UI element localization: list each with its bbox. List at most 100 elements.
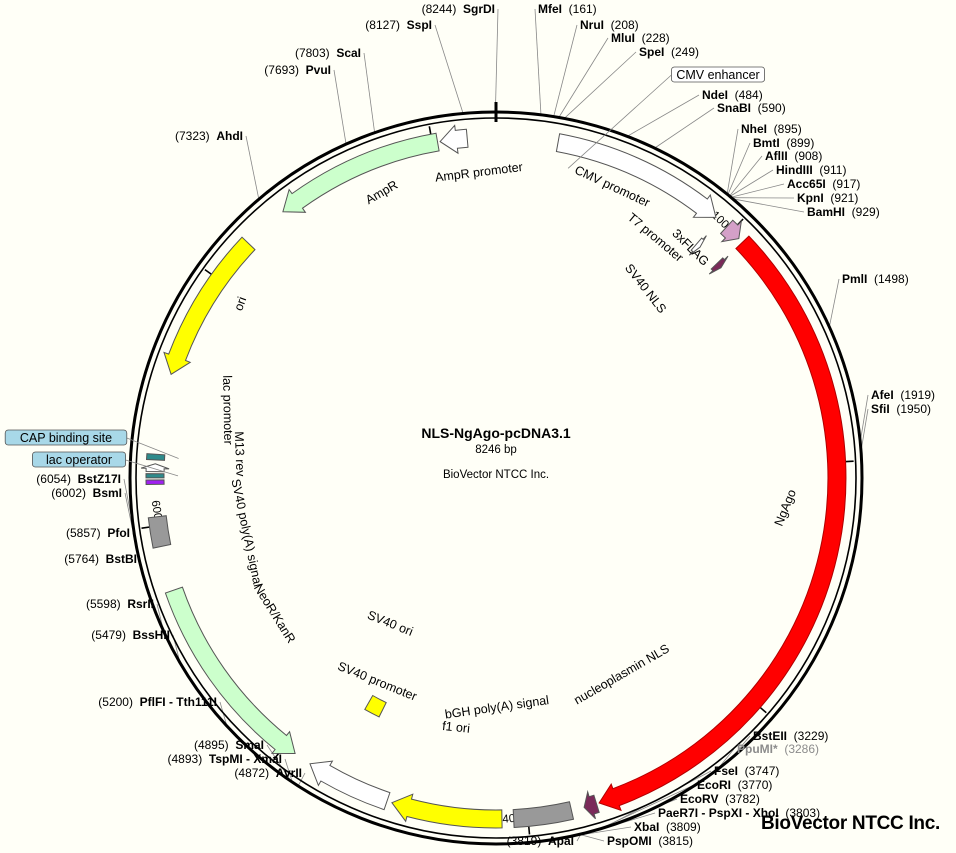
site-name: PflFI - Tth111I [140,695,217,709]
feature-label-ampr-promoter: AmpR promoter [434,160,523,185]
leader-line-bsmi [124,492,133,529]
site-position: (908) [788,149,823,163]
backbone [128,102,864,846]
site-position: (3229) [787,729,828,743]
site-pmli: PmlI (1498) [842,272,909,286]
site-label-avrii: (4872) AvrII [234,766,302,780]
callout-label-cmv-enhancer: CMV enhancer [676,68,759,82]
feature-m13-rev [145,479,165,486]
leader-line-afei [860,394,869,439]
site-name: BssHII [133,628,170,642]
leader-line-snabi [655,107,715,148]
site-kpni: KpnI (921) [797,191,858,205]
site-name: MluI [611,31,635,45]
site-position: (7693) [264,63,305,77]
callout-lac-operator: lac operator [32,451,179,477]
site-position: (5200) [98,695,139,709]
site-label-pfoi: (5857) PfoI [66,526,130,540]
site-position: (4893) [168,752,209,766]
leader-line-apai [576,835,581,842]
callout-box-cmv-enhancer [671,66,766,83]
leader-line-tspmi-xmai [284,758,294,784]
watermark: BioVector NTCC Inc. [760,813,940,834]
site-position: (4895) [194,738,235,752]
site-label-ppumi: PpuMI* (3286) [737,742,819,756]
site-label-fsei: FseI (3747) [714,764,779,778]
site-name: EcoRV [680,792,718,806]
feature-ori [163,236,256,376]
leader-line-smai [266,744,293,784]
site-position: (921) [824,191,859,205]
leader-line-mlui [559,37,609,117]
site-label-nhei: NheI (895) [741,122,802,136]
feature-label-nucleoplasmin-nls: nucleoplasmin NLS [572,641,672,707]
site-position: (3770) [731,778,772,792]
site-nhei: NheI (895) [741,122,802,136]
site-name: SgrDI [463,2,495,16]
site-position: (3747) [738,764,779,778]
site-bamhi: BamHI (929) [807,205,880,219]
site-name: AfeI [871,388,894,402]
restriction-sites: (8244) SgrDI(8127) SspI(7803) ScaI(7693)… [36,2,935,848]
callout-label-lac-operator: lac operator [46,453,112,467]
site-label-bstz17i: (6054) BstZ17I [36,472,121,486]
leader-line-bstz17i [123,478,132,515]
feature-3xflag [719,219,743,243]
feature-label-neor-kanr: NeoR/KanR [251,582,298,646]
site-name: NdeI [702,88,728,102]
site-bmti: BmtI (899) [753,136,814,150]
site-bsshii: (5479) BssHII [91,628,170,642]
site-name: SpeI [639,45,664,59]
site-label-bsmi: (6002) BsmI [51,486,122,500]
site-position: (8244) [422,2,463,16]
site-position: (3819) [507,834,548,848]
site-name: SspI [407,18,432,32]
site-position: (3782) [718,792,759,806]
feature-sv40-poly-a-signal [147,515,172,549]
site-position: (6054) [36,472,77,486]
site-aflii: AflII (908) [765,149,822,163]
site-paer7i-pspxi-xhoi: PaeR7I - PspXI - XhoI (3803) [658,806,820,820]
site-bstbi: (5764) BstBI [64,552,137,566]
site-label-nrui: NruI (208) [580,18,639,32]
features [140,124,847,829]
site-label-ecorv: EcoRV (3782) [680,792,760,806]
site-apai: (3819) ApaI [507,834,574,848]
feature-ampr-promoter [439,124,469,155]
site-name: BstZ17I [78,472,121,486]
leader-line-pvui [333,69,347,144]
site-label-scai: (7803) ScaI [295,46,361,60]
site-position: (4872) [234,766,275,780]
site-name: ApaI [548,834,574,848]
site-position: (6002) [51,486,92,500]
leader-line-pmli [829,278,840,326]
site-avrii: (4872) AvrII [234,766,302,780]
site-name: XbaI [634,820,659,834]
site-smai: (4895) SmaI [194,738,264,752]
site-name: AvrII [276,766,302,780]
callout-leader-cmv-enhancer [567,74,672,169]
site-label-pflfi-tth111i: (5200) PflFI - Tth111I [98,695,217,709]
site-bstz17i: (6054) BstZ17I [36,472,121,486]
site-position: (899) [780,136,815,150]
site-label-aflii: AflII (908) [765,149,822,163]
site-position: (3809) [659,820,700,834]
feature-label-sv40-poly-a-signal: SV40 poly(A) signal [228,478,265,588]
feature-lac-promoter [140,463,170,473]
site-nrui: NruI (208) [580,18,639,32]
feature-t7-promoter [688,235,707,256]
feature-ampr [282,132,440,213]
leader-line-scai [363,52,375,132]
site-position: (5598) [86,597,127,611]
site-name: BstBI [106,552,137,566]
feature-sv40-promoter [309,760,391,811]
site-pspomi: PspOMI (3815) [607,834,693,848]
site-mlui: MluI (228) [611,31,670,45]
site-fsei: FseI (3747) [714,764,779,778]
site-position: (1498) [867,272,908,286]
site-name: PaeR7I - PspXI - XhoI [658,806,779,820]
site-label-snabi: SnaBI (590) [717,101,786,115]
leader-line-ahdi [245,135,259,199]
feature-label-ampr: AmpR [363,178,400,207]
leader-line-nhei [726,128,739,194]
